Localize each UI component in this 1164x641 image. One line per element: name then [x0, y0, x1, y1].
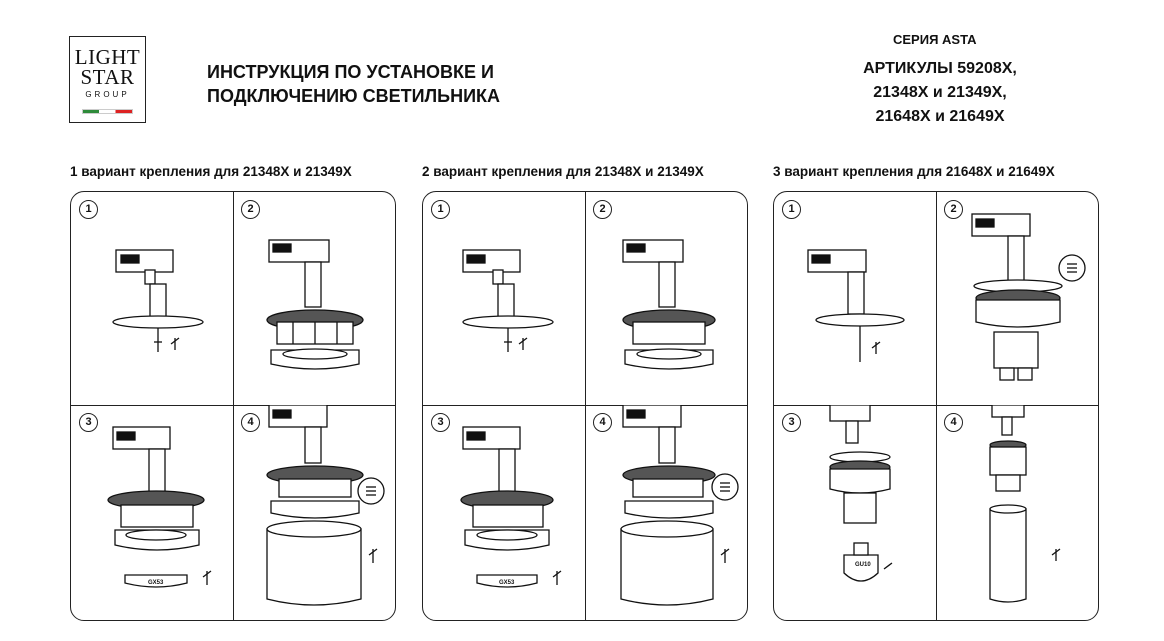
step-number-badge: 1	[79, 200, 98, 219]
s1-step-4-cell: 4	[233, 405, 395, 618]
series-label: СЕРИЯ ASTA	[893, 32, 977, 47]
articles-line-1: АРТИКУЛЫ 59208X,	[863, 60, 1017, 77]
lamp-insertion-illustration	[829, 405, 893, 582]
panel-divider-vertical	[233, 192, 234, 620]
s3-step-4-cell: 4	[936, 405, 1098, 618]
step-number-badge: 3	[79, 413, 98, 432]
s1-step-3-cell: 3 GX53	[71, 405, 233, 618]
logo-line-1: LIGHT	[74, 45, 141, 69]
logo-line-2: STAR	[80, 65, 135, 89]
track-adapter-mount-illustration	[112, 249, 204, 352]
panel-divider-horizontal	[774, 405, 1098, 406]
document-title-line-2: ПОДКЛЮЧЕНИЮ СВЕТИЛЬНИКА	[207, 86, 501, 106]
lamp-insertion-illustration	[460, 426, 562, 588]
s2-step-3-cell: 3 GX53	[423, 405, 585, 618]
lamp-base-label: GX53	[499, 580, 515, 586]
track-adapter-mount-illustration	[462, 249, 554, 352]
step-number-badge: 4	[593, 413, 612, 432]
document-title-line-1: ИНСТРУКЦИЯ ПО УСТАНОВКЕ И	[207, 62, 494, 82]
panel-divider-vertical	[936, 192, 937, 620]
section-2-title: 2 вариант крепления для 21348X и 21349X	[422, 164, 704, 179]
panel-divider-horizontal	[71, 405, 395, 406]
fixture-body-assembly-illustration	[622, 239, 716, 370]
step-number-badge: 3	[782, 413, 801, 432]
step-number-badge: 4	[241, 413, 260, 432]
s3-step-2-cell: 2	[936, 192, 1098, 405]
s3-step-1-cell: 1	[774, 192, 936, 405]
document-title: ИНСТРУКЦИЯ ПО УСТАНОВКЕ И ПОДКЛЮЧЕНИЮ СВ…	[207, 60, 500, 108]
lightstar-logo: LIGHT STAR GROUP	[69, 36, 146, 123]
step-number-badge: 2	[241, 200, 260, 219]
s3-step-3-cell: 3 GU10	[774, 405, 936, 618]
section-1-panel: 1 2	[70, 191, 396, 621]
fixture-body-assembly-illustration	[266, 239, 364, 370]
section-3-panel: 1 2	[773, 191, 1099, 621]
lamp-insertion-illustration	[107, 426, 212, 588]
lamp-base-label: GU10	[855, 562, 871, 568]
step-number-badge: 4	[944, 413, 963, 432]
diffuser-attachment-illustration	[620, 405, 739, 606]
diffuser-attachment-illustration	[266, 405, 385, 606]
articles-line-2: 21348X и 21349X,	[873, 84, 1007, 101]
italian-flag-stripe	[82, 109, 133, 114]
s2-step-4-cell: 4	[585, 405, 747, 618]
step-number-badge: 2	[593, 200, 612, 219]
lamp-base-label: GX53	[148, 580, 164, 586]
section-1-title: 1 вариант крепления для 21348X и 21349X	[70, 164, 352, 179]
step-number-badge: 1	[782, 200, 801, 219]
logo-line-3: GROUP	[85, 90, 130, 99]
panel-divider-horizontal	[423, 405, 747, 406]
s2-step-2-cell: 2	[585, 192, 747, 405]
section-3-title: 3 вариант крепления для 21648X и 21649X	[773, 164, 1055, 179]
fixture-body-assembly-illustration	[971, 213, 1086, 381]
article-numbers: АРТИКУЛЫ 59208X, 21348X и 21349X, 21648X…	[850, 57, 1030, 129]
s1-step-2-cell: 2	[233, 192, 395, 405]
s2-step-1-cell: 1	[423, 192, 585, 405]
s1-step-1-cell: 1	[71, 192, 233, 405]
panel-divider-vertical	[585, 192, 586, 620]
section-2-panel: 1 2	[422, 191, 748, 621]
articles-line-3: 21648X и 21649X	[875, 108, 1005, 125]
step-number-badge: 3	[431, 413, 450, 432]
diffuser-attachment-illustration	[989, 405, 1061, 603]
track-adapter-mount-illustration	[807, 249, 905, 362]
step-number-badge: 2	[944, 200, 963, 219]
step-number-badge: 1	[431, 200, 450, 219]
